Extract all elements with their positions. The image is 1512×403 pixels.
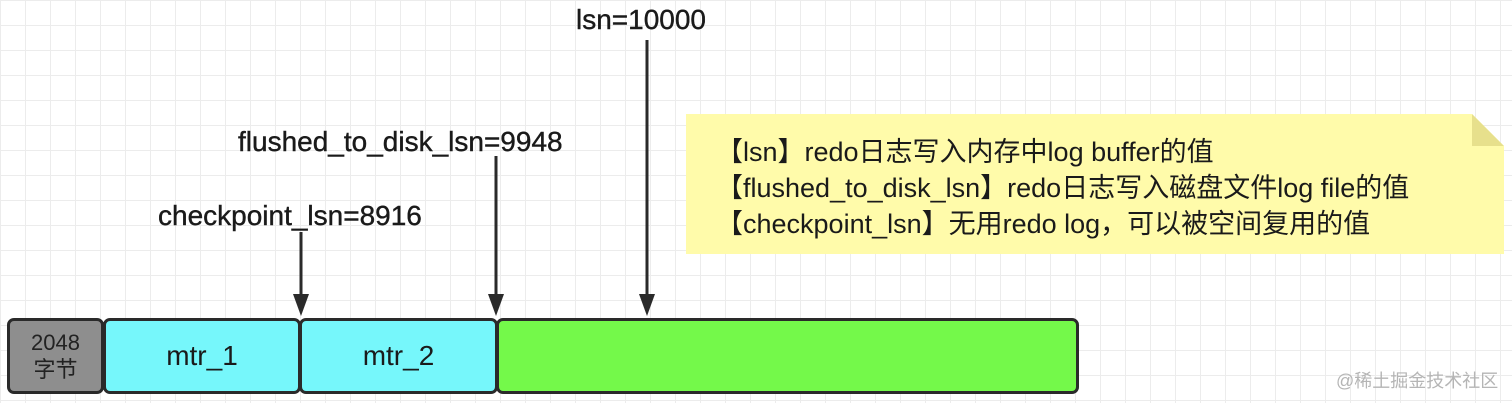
note-line-flushed: 【flushed_to_disk_lsn】redo日志写入磁盘文件log fil… — [716, 173, 1410, 203]
note-line-lsn: 【lsn】redo日志写入内存中log buffer的值 — [716, 137, 1214, 167]
note-line-checkpoint: 【checkpoint_lsn】无用redo log，可以被空间复用的值 — [716, 209, 1371, 239]
checkpoint-lsn-label: checkpoint_lsn=8916 — [158, 200, 422, 231]
checkpoint-arrowhead — [293, 294, 309, 316]
lsn-label: lsn=10000 — [576, 4, 707, 35]
header-block-label: 2048 字节 — [31, 330, 80, 382]
mtr-1-block: mtr_1 — [103, 318, 301, 394]
mtr-2-block: mtr_2 — [299, 318, 498, 394]
sticky-note — [686, 114, 1504, 254]
flushed-to-disk-lsn-label: flushed_to_disk_lsn=9948 — [238, 126, 563, 157]
mtr-2-label: mtr_2 — [362, 340, 435, 371]
flushed-arrowhead — [488, 294, 504, 316]
watermark: @稀土掘金技术社区 — [1336, 371, 1499, 391]
free-space-block — [496, 318, 1079, 394]
mtr-1-label: mtr_1 — [166, 340, 238, 371]
header-block: 2048 字节 — [7, 318, 104, 394]
lsn-arrowhead — [639, 294, 655, 316]
